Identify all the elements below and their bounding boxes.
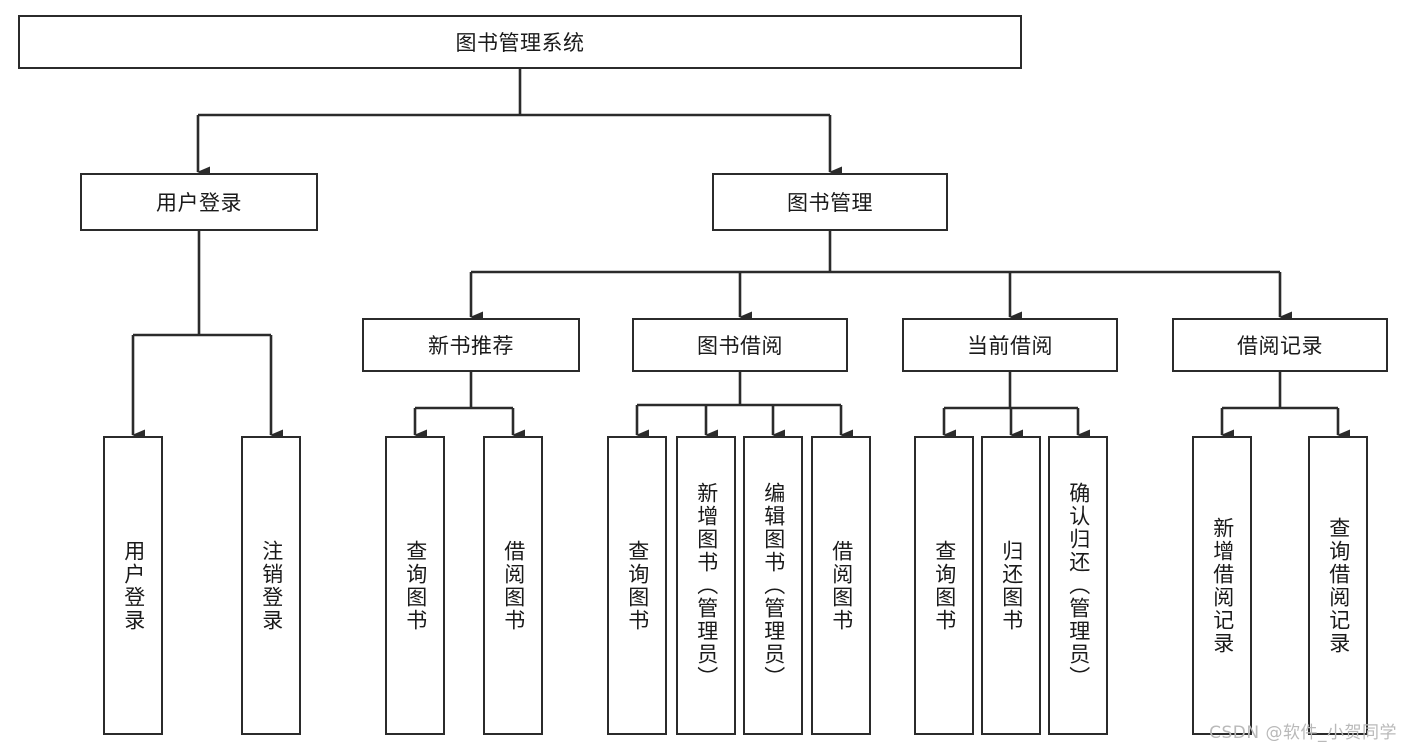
node-leaf-add-borrow-record[interactable]: 新增借阅记录 bbox=[1192, 436, 1252, 735]
node-leaf-user-login[interactable]: 用户登录 bbox=[103, 436, 163, 735]
node-user-login[interactable]: 用户登录 bbox=[80, 173, 318, 231]
node-current-borrow[interactable]: 当前借阅 bbox=[902, 318, 1118, 372]
node-label: 借阅记录 bbox=[1237, 334, 1323, 358]
node-label: 归还图书 bbox=[999, 539, 1024, 632]
node-label: 用户登录 bbox=[121, 539, 146, 632]
node-leaf-return-book[interactable]: 归还图书 bbox=[981, 436, 1041, 735]
node-leaf-query-book-borrow[interactable]: 查询图书 bbox=[607, 436, 667, 735]
node-root[interactable]: 图书管理系统 bbox=[18, 15, 1022, 69]
node-leaf-query-book-recommend[interactable]: 查询图书 bbox=[385, 436, 445, 735]
node-label: 用户登录 bbox=[156, 191, 242, 215]
node-leaf-query-book-current[interactable]: 查询图书 bbox=[914, 436, 974, 735]
node-leaf-add-book[interactable]: 新增图书（管理员） bbox=[676, 436, 736, 735]
node-label: 查询图书 bbox=[932, 539, 957, 632]
node-label: 图书管理 bbox=[787, 191, 873, 215]
node-label: 查询借阅记录 bbox=[1326, 516, 1351, 655]
node-label: 新增图书（管理员） bbox=[694, 482, 719, 689]
node-leaf-query-borrow-record[interactable]: 查询借阅记录 bbox=[1308, 436, 1368, 735]
node-leaf-confirm-return[interactable]: 确认归还（管理员） bbox=[1048, 436, 1108, 735]
node-label: 图书管理系统 bbox=[455, 31, 585, 55]
node-label: 编辑图书（管理员） bbox=[761, 482, 786, 689]
node-leaf-borrow-book-recommend[interactable]: 借阅图书 bbox=[483, 436, 543, 735]
node-leaf-borrow-book[interactable]: 借阅图书 bbox=[811, 436, 871, 735]
node-borrow-record[interactable]: 借阅记录 bbox=[1172, 318, 1388, 372]
node-new-book-recommend[interactable]: 新书推荐 bbox=[362, 318, 580, 372]
node-label: 注销登录 bbox=[259, 539, 284, 632]
node-label: 新书推荐 bbox=[428, 334, 514, 358]
watermark-text: CSDN @软件_小贺同学 bbox=[1209, 723, 1397, 743]
node-label: 图书借阅 bbox=[697, 334, 783, 358]
node-book-manage[interactable]: 图书管理 bbox=[712, 173, 948, 231]
node-label: 当前借阅 bbox=[967, 334, 1053, 358]
node-label: 借阅图书 bbox=[501, 539, 526, 632]
node-label: 查询图书 bbox=[403, 539, 428, 632]
node-label: 查询图书 bbox=[625, 539, 650, 632]
node-book-borrow[interactable]: 图书借阅 bbox=[632, 318, 848, 372]
node-label: 借阅图书 bbox=[829, 539, 854, 632]
node-label: 新增借阅记录 bbox=[1210, 516, 1235, 655]
node-leaf-edit-book[interactable]: 编辑图书（管理员） bbox=[743, 436, 803, 735]
node-leaf-user-logout[interactable]: 注销登录 bbox=[241, 436, 301, 735]
node-label: 确认归还（管理员） bbox=[1066, 482, 1091, 689]
